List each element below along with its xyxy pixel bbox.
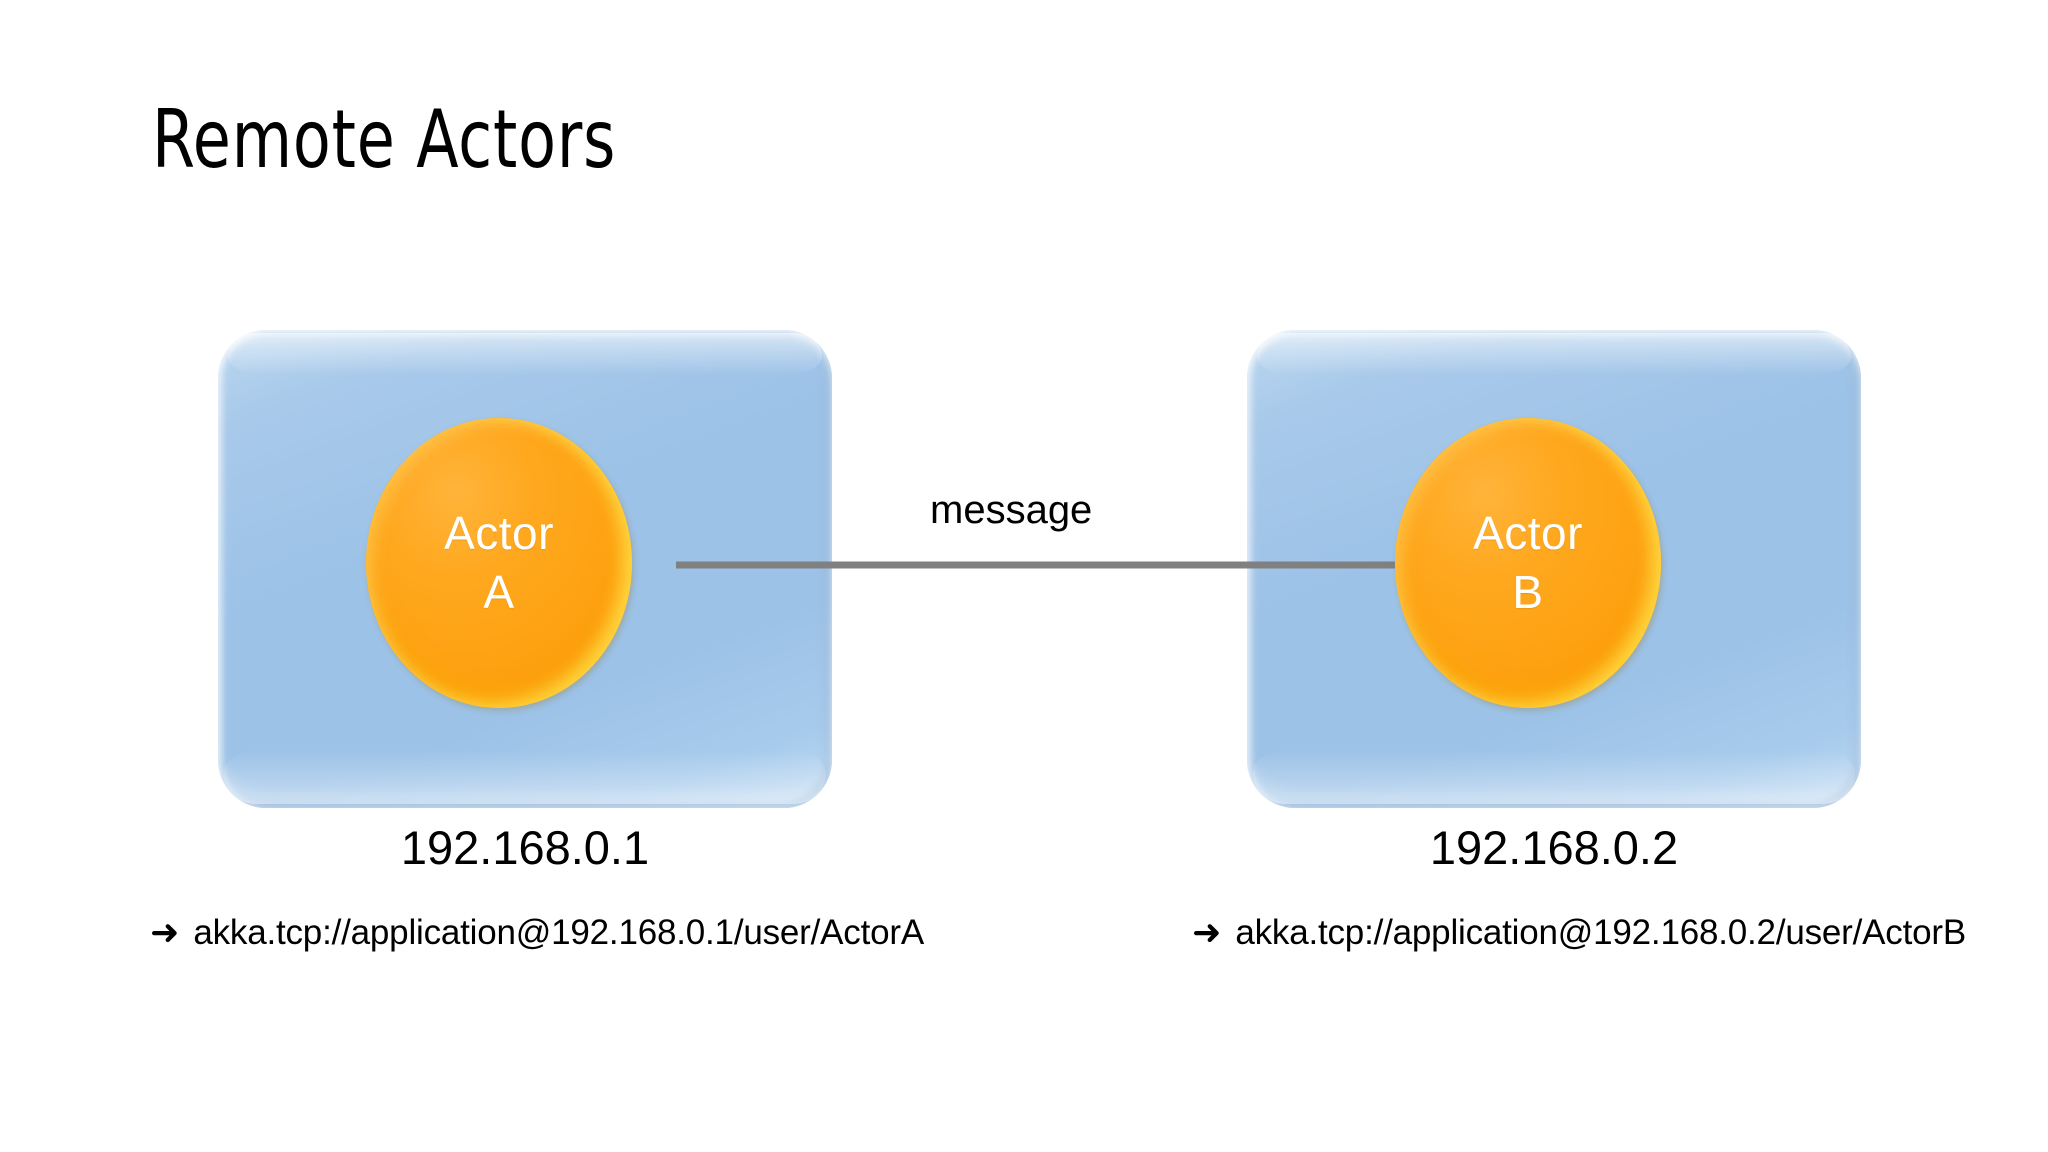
actor-path-a: akka.tcp://application@192.168.0.1/user/…	[193, 913, 924, 952]
arrow-bullet-icon: ➜	[1192, 913, 1222, 953]
actor-path-b: akka.tcp://application@192.168.0.2/user/…	[1235, 913, 1966, 952]
message-label: message	[930, 488, 1093, 532]
ip-label-b: 192.168.0.2	[1429, 821, 1679, 874]
actor-label-a-line1: Actor	[444, 507, 554, 560]
message-arrow-icon	[676, 543, 1456, 587]
host-node-b: Actor B	[1247, 330, 1861, 808]
actor-circle-b[interactable]: Actor B	[1395, 418, 1661, 708]
actor-label-b-line1: Actor	[1473, 507, 1583, 560]
actor-path-item-b: ➜ akka.tcp://application@192.168.0.2/use…	[1192, 913, 1966, 953]
page-title: Remote Actors	[152, 93, 617, 186]
actor-circle-a[interactable]: Actor A	[366, 418, 632, 708]
arrow-bullet-icon: ➜	[150, 913, 180, 953]
ip-label-a: 192.168.0.1	[400, 821, 650, 874]
actor-label-b-line2: B	[1512, 566, 1544, 618]
host-node-a: Actor A	[218, 330, 832, 808]
host-box-b: Actor B	[1247, 330, 1861, 808]
actor-label-a-line2: A	[483, 566, 515, 618]
actor-path-item-a: ➜ akka.tcp://application@192.168.0.1/use…	[150, 913, 924, 953]
host-box-a: Actor A	[218, 330, 832, 808]
